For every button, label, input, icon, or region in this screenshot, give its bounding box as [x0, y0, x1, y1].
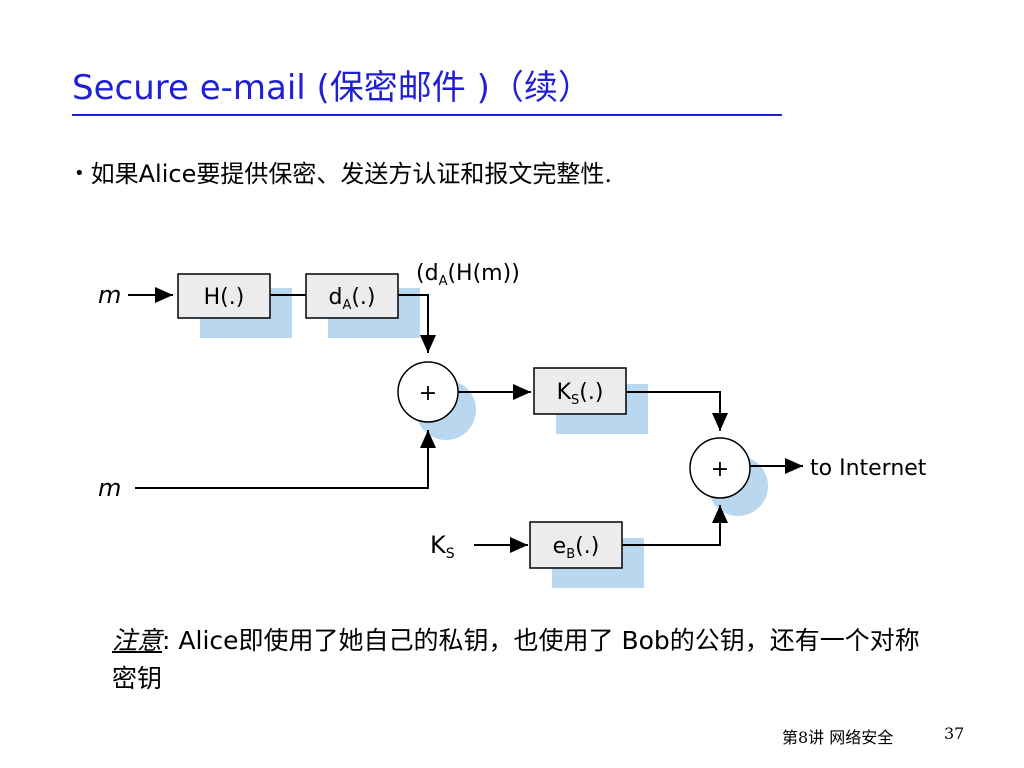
bullet-item: •如果Alice要提供保密、发送方认证和报文完整性. [74, 158, 612, 190]
plus2-label: + [711, 457, 729, 482]
plus1-label: + [419, 381, 437, 406]
hash-box-label: H(.) [204, 285, 245, 310]
sym-box [533, 367, 627, 415]
label-m-bottom: m [98, 474, 121, 502]
label-m-top: m [98, 281, 121, 309]
output-label: to Internet [810, 456, 927, 481]
line-m-to-plus1 [135, 430, 436, 489]
bullet-name: Alice [138, 160, 197, 188]
label-ks: KS [430, 531, 455, 562]
bullet-prefix: 如果 [90, 160, 139, 188]
bullet-dot: • [74, 163, 85, 184]
footer-lecture: 第8讲 网络安全 [782, 728, 894, 747]
title-underline [72, 114, 782, 116]
plus2-circle [689, 437, 751, 499]
signed-digest-label: (dA(H(m)) [416, 261, 520, 289]
bullet-text: 要提供保密、发送方认证和报文完整性. [196, 160, 612, 188]
line-pub-to-plus2 [622, 505, 728, 546]
pub-box-label: eB(.) [553, 534, 600, 562]
pgp-diagram: m H(.) dA(.) (dA(H(m)) + m KS(.) + to In… [98, 261, 927, 588]
note-paragraph: 注意: Alice即使用了她自己的私钥，也使用了 Bob的公钥，还有一个对称密钥 [112, 622, 932, 698]
sign-box [305, 273, 399, 319]
note-text: Alice即使用了她自己的私钥，也使用了 Bob的公钥，还有一个对称密钥 [112, 626, 920, 693]
slide-title: Secure e-mail (保密邮件 )（续） [72, 68, 592, 108]
note-label: 注意 [112, 626, 163, 655]
line-sym-to-plus2 [626, 391, 728, 431]
hash-box [177, 273, 271, 319]
sym-box-label: KS(.) [557, 380, 604, 408]
line-sign-to-plus1 [398, 294, 436, 353]
note-colon: : [162, 626, 171, 655]
sign-box-label: dA(.) [328, 285, 375, 313]
footer-page-number: 37 [944, 724, 965, 743]
